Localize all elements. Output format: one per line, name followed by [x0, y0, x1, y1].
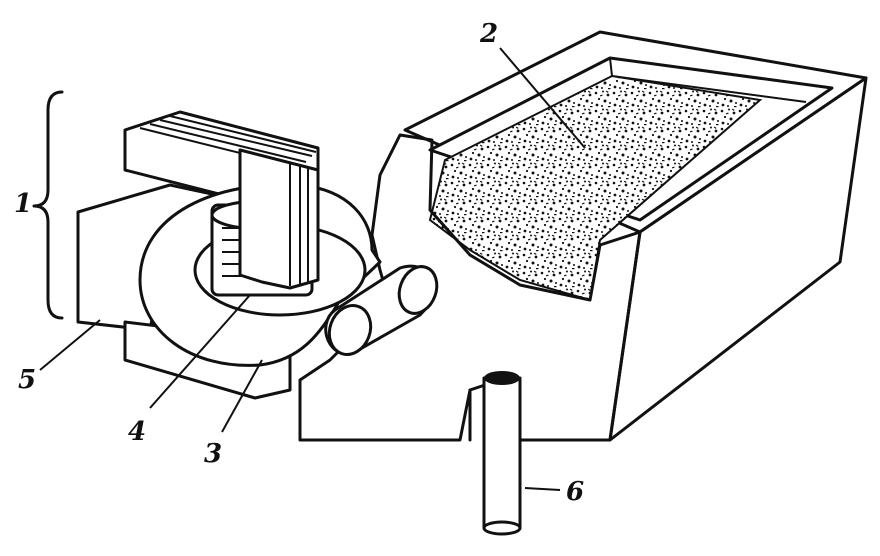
- leader-line-4: [149, 294, 251, 409]
- label-2: 2: [479, 19, 498, 49]
- leader-line-6: [524, 487, 561, 491]
- leader-line-2: [499, 47, 586, 149]
- label-4: 4: [128, 417, 146, 447]
- label-6: 6: [566, 477, 584, 507]
- leader-line-5: [39, 319, 101, 371]
- channel-outlet: [324, 264, 439, 356]
- label-1: 1: [14, 189, 32, 219]
- leader-line-3: [221, 359, 263, 433]
- label-1-bracket: [32, 90, 64, 320]
- magnetic-core-limb: [238, 148, 320, 290]
- label-5: 5: [18, 365, 36, 395]
- tap-hole-pipe: [482, 371, 522, 536]
- label-3: 3: [204, 439, 222, 469]
